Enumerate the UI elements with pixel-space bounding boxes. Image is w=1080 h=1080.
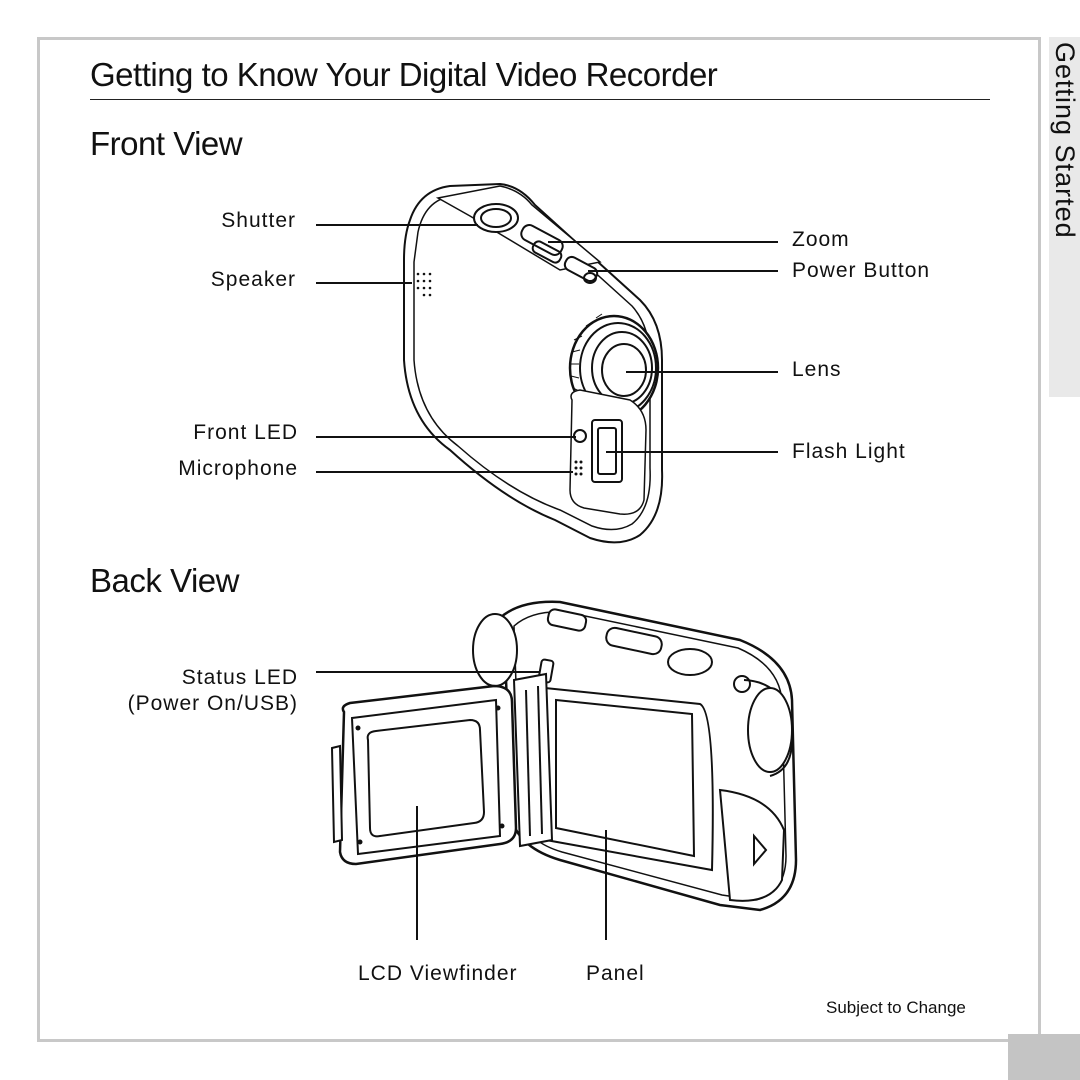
label-power-button: Power Button — [792, 259, 931, 282]
label-zoom: Zoom — [792, 228, 850, 251]
label-panel: Panel — [586, 962, 645, 985]
title-rule — [90, 99, 990, 100]
footnote: Subject to Change — [826, 998, 966, 1017]
label-status-led-detail: (Power On/USB) — [127, 692, 298, 715]
front-leader-lines — [316, 224, 778, 473]
back-view-heading: Back View — [90, 562, 239, 599]
label-microphone: Microphone — [178, 457, 298, 480]
label-lens: Lens — [792, 358, 842, 381]
corner-block — [1008, 1034, 1080, 1080]
label-status-led: Status LED — [181, 666, 298, 689]
back-leader-lines — [316, 671, 607, 940]
camcorder-back-illustration — [330, 600, 798, 912]
label-front-led: Front LED — [193, 421, 298, 444]
page-title: Getting to Know Your Digital Video Recor… — [90, 56, 718, 93]
label-flash-light: Flash Light — [792, 440, 906, 463]
camcorder-front-illustration — [403, 182, 664, 544]
label-speaker: Speaker — [210, 268, 296, 291]
front-view-heading: Front View — [90, 125, 243, 162]
side-tab — [1049, 37, 1080, 397]
page-frame — [37, 37, 1041, 1042]
label-lcd-viewfinder: LCD Viewfinder — [358, 962, 518, 985]
label-shutter: Shutter — [221, 209, 296, 232]
